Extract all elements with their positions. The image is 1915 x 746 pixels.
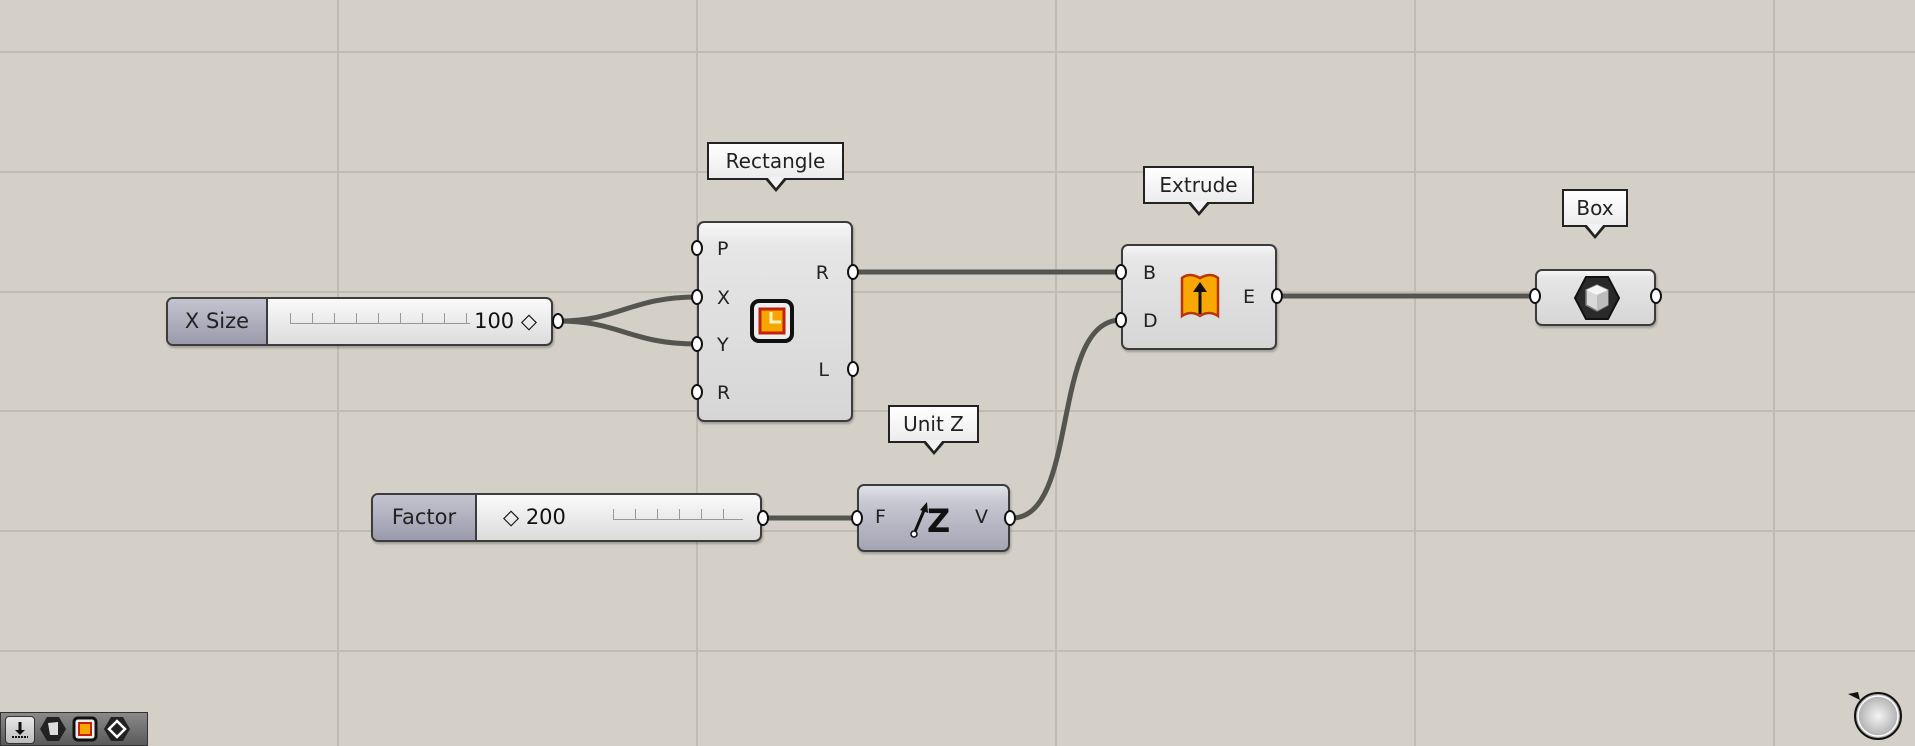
extrude-icon (1180, 273, 1220, 319)
extrude-output-e[interactable] (1271, 288, 1283, 304)
transform-icon[interactable] (103, 716, 131, 742)
rectangle-component[interactable]: P X Y R R L (697, 221, 853, 422)
factor-slider[interactable]: Factor ◇ 200 (371, 493, 762, 542)
extrude-input-b[interactable] (1115, 264, 1127, 280)
wire-xsize-to-y (558, 318, 698, 347)
input-label-p: P (717, 238, 729, 260)
extrude-component[interactable]: B D E (1121, 244, 1277, 350)
extrude-input-d[interactable] (1115, 312, 1127, 328)
slider-label: Factor (373, 495, 477, 540)
output-label-e: E (1242, 286, 1255, 308)
input-label-f: F (875, 506, 886, 528)
output-label-l: L (818, 359, 829, 381)
unit-z-letter: Z (927, 502, 951, 540)
input-label-b: B (1143, 262, 1157, 284)
factor-output-port[interactable] (757, 510, 769, 526)
box-tag: Box (1562, 189, 1628, 239)
input-label-d: D (1143, 310, 1158, 332)
box-icon (1573, 276, 1621, 320)
unit-z-input-f[interactable] (851, 510, 863, 526)
wire-xsize-to-x (558, 294, 698, 324)
rectangle-icon[interactable] (71, 716, 99, 742)
input-label-y: Y (717, 334, 729, 356)
input-label-x: X (717, 287, 731, 309)
wire-unitz-to-extrude (1011, 317, 1122, 521)
slider-label: X Size (168, 299, 268, 344)
unit-z-icon: Z (909, 500, 959, 540)
rectangle-input-p[interactable] (691, 240, 703, 256)
slider-track[interactable] (613, 509, 743, 520)
canvas-toolbar (0, 712, 148, 746)
box-parameter[interactable] (1535, 269, 1656, 326)
rectangle-icon (750, 299, 794, 343)
box-input-port[interactable] (1529, 288, 1541, 304)
slider-value[interactable]: ◇ 200 (503, 505, 566, 529)
rectangle-input-y[interactable] (691, 336, 703, 352)
bake-icon[interactable] (5, 716, 35, 744)
input-label-r: R (717, 382, 731, 404)
unit-z-component[interactable]: F V Z (857, 484, 1010, 552)
output-label-v: V (975, 506, 988, 528)
slider-value[interactable]: 100 ◇ (474, 309, 537, 333)
rectangle-output-r[interactable] (847, 264, 859, 280)
unit-z-tag: Unit Z (888, 405, 979, 455)
unit-z-output-v[interactable] (1004, 510, 1016, 526)
surface-icon[interactable] (39, 716, 67, 742)
rectangle-tag: Rectangle (707, 142, 844, 192)
x-size-slider[interactable]: X Size 100 ◇ (166, 297, 553, 346)
rectangle-output-l[interactable] (847, 361, 859, 377)
rectangle-input-r[interactable] (691, 384, 703, 400)
extrude-tag: Extrude (1143, 166, 1254, 216)
navigation-compass-icon[interactable] (1846, 686, 1904, 742)
box-output-port[interactable] (1650, 288, 1662, 304)
slider-track[interactable] (290, 313, 470, 324)
output-label-r: R (815, 262, 829, 284)
rectangle-input-x[interactable] (691, 289, 703, 305)
x-size-output-port[interactable] (552, 313, 564, 329)
